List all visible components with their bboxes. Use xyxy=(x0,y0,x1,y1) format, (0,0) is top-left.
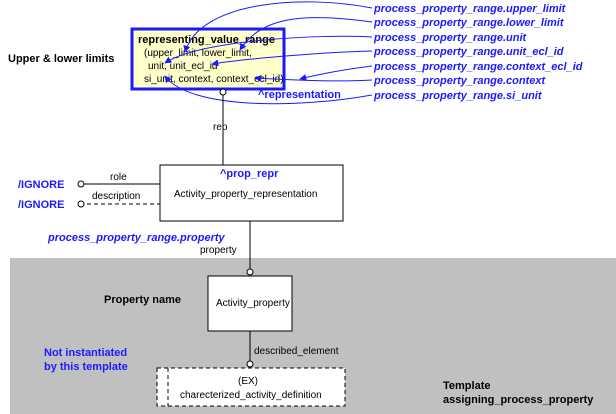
ap-name: Activity_property xyxy=(216,298,290,309)
ref-upper-limit: process_property_range.upper_limit xyxy=(373,3,567,15)
ref-context-ecl-id: process_property_range.context_ecl_id xyxy=(373,61,583,73)
rep-label: rep xyxy=(213,122,228,133)
described-element-label: described_element xyxy=(254,346,339,357)
ref-unit: process_property_range.unit xyxy=(373,32,528,44)
cad-line1: (EX) xyxy=(238,376,258,387)
representation-ref: ^representation xyxy=(258,89,341,101)
property-name-label: Property name xyxy=(104,294,181,306)
top-box-line1: (upper_limit, lower_limit, xyxy=(144,48,252,59)
representation-port xyxy=(219,88,227,96)
top-box-line2: unit, unit_ecl_id xyxy=(148,61,218,72)
prop-repr-ref: ^prop_repr xyxy=(220,168,279,180)
template-label-line1: Template xyxy=(443,380,490,392)
cad-line2: charecterized_activity_definition xyxy=(180,390,322,401)
property-ref: process_property_range.property xyxy=(47,232,226,244)
upper-lower-limits-label: Upper & lower limits xyxy=(8,53,114,65)
ref-unit-ecl-id: process_property_range.unit_ecl_id xyxy=(373,46,564,58)
top-box-line3: si_unit, context, context_ecl_id) xyxy=(144,74,284,85)
not-instantiated-line2: by this template xyxy=(44,361,128,373)
role-label: role xyxy=(110,172,127,183)
top-box-title: representing_value_range xyxy=(138,34,275,46)
template-label-line2: assigning_process_property xyxy=(443,394,594,406)
characterized-activity-definition-box[interactable] xyxy=(156,367,346,407)
ref-si-unit: process_property_range.si_unit xyxy=(373,90,543,102)
ref-lower-limit: process_property_range.lower_limit xyxy=(373,17,565,29)
activity-property-representation-box[interactable] xyxy=(159,164,344,222)
reference-arrows xyxy=(164,1,373,105)
description-label: description xyxy=(92,191,140,202)
apr-name: Activity_property_representation xyxy=(174,189,317,200)
ignore-1: /IGNORE xyxy=(18,179,64,191)
not-instantiated-line1: Not instantiated xyxy=(44,347,127,359)
ignore-2: /IGNORE xyxy=(18,199,64,211)
property-label: property xyxy=(200,245,237,256)
ref-context: process_property_range.context xyxy=(373,75,547,87)
